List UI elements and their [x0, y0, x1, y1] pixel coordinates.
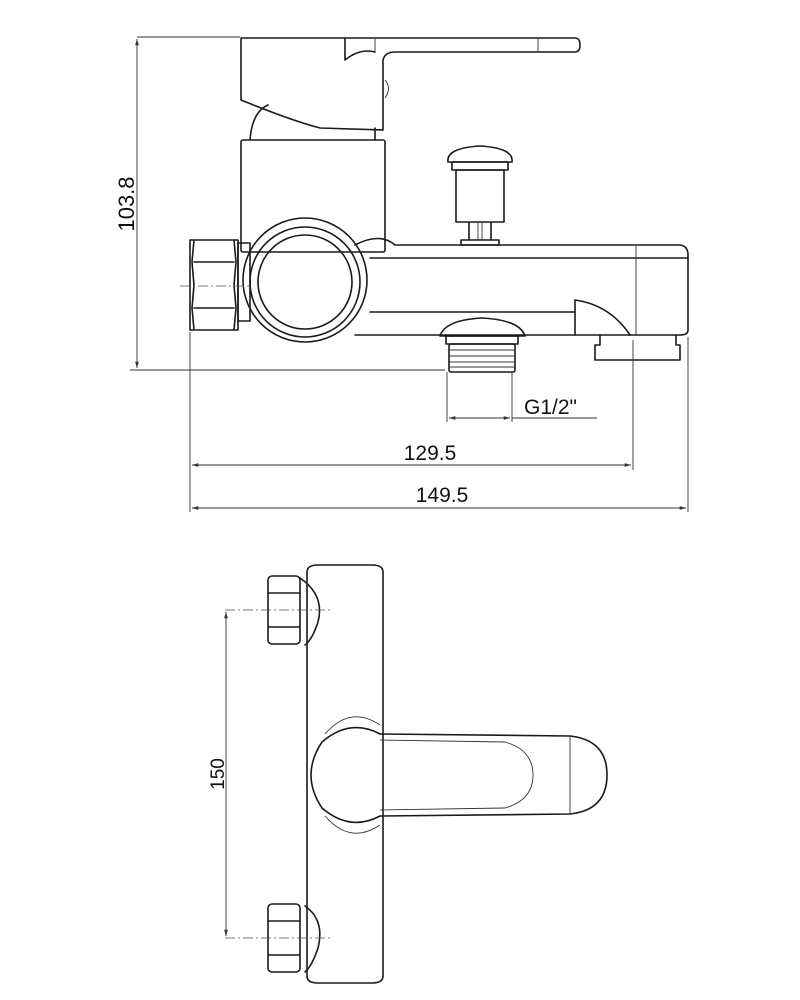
dimension-label-height: 103.8 — [114, 176, 139, 231]
diverter-knob — [447, 145, 513, 246]
dimension-label-overall-length: 149.5 — [416, 484, 469, 507]
front-view: 150 — [208, 564, 608, 984]
hex-nut — [180, 239, 250, 331]
body-bar — [306, 564, 384, 984]
dimension-overall-length: 149.5 — [192, 337, 689, 512]
aerator — [594, 334, 681, 361]
dimension-outlet-distance: 129.5 — [189, 332, 634, 512]
dimension-inlet-spacing: 150 — [208, 609, 330, 939]
lever-handle-front — [310, 716, 608, 834]
dimension-label-thread: G1/2" — [524, 396, 577, 419]
side-view: 103.8 G1/2" 129.5 149.5 — [114, 36, 689, 512]
shower-outlet — [439, 317, 526, 373]
valve-body — [240, 139, 386, 253]
dimension-thread: G1/2" — [446, 372, 597, 422]
dimension-label-inlet-spacing: 150 — [208, 758, 229, 790]
top-inlet-nut — [267, 575, 321, 646]
bonnet — [249, 104, 376, 141]
lever-handle — [240, 37, 581, 131]
dimension-height: 103.8 — [114, 36, 445, 371]
dimension-label-outlet-distance: 129.5 — [404, 442, 457, 465]
spout — [354, 237, 689, 336]
wall-connector — [237, 217, 368, 343]
